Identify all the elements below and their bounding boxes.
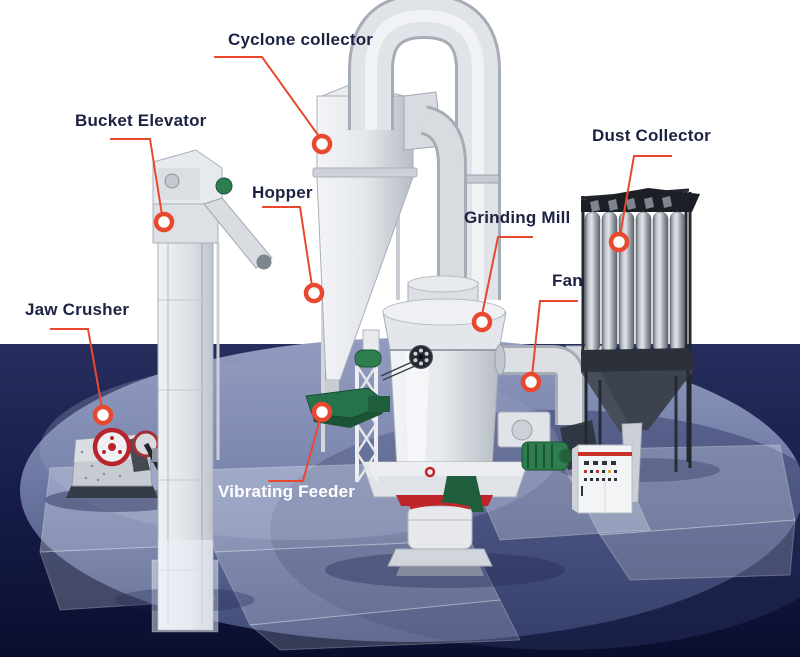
label-vibrating-feeder: Vibrating Feeder [218,482,356,501]
marker-grinding-mill [471,311,493,333]
leader-grinding-mill [481,236,533,316]
marker-hopper [303,282,325,304]
label-grinding-mill: Grinding Mill [464,208,571,227]
leader-vibrating-feeder [268,418,321,482]
leader-fan [531,300,578,377]
jaw-crusher-graphic [66,427,168,498]
leader-cyclone-collector [214,56,319,136]
overhead-pipe-graphic [348,0,501,310]
label-dust-collector: Dust Collector [592,126,711,145]
leader-jaw-crusher [50,328,103,409]
label-fan: Fan [552,271,583,290]
label-jaw-crusher: Jaw Crusher [25,300,130,319]
leader-dust-collector [619,155,672,237]
cyclone-collector-graphic [312,83,418,452]
marker-jaw-crusher [92,404,114,426]
discharge-chute [203,197,273,269]
elevator-motor [215,177,233,195]
marker-vibrating-feeder [311,401,333,423]
label-hopper: Hopper [252,183,313,202]
marker-fan [520,371,542,393]
bucket-elevator-graphic [152,149,273,631]
label-bucket-elevator: Bucket Elevator [75,111,207,130]
feeder-motor [354,349,382,368]
marker-cyclone-collector [311,133,333,155]
leader-lines [50,56,672,482]
filter-bags [584,211,686,353]
leader-bucket-elevator [110,138,163,216]
marker-bucket-elevator [153,211,175,233]
label-cyclone-collector: Cyclone collector [228,30,374,49]
ring-markers [92,133,630,426]
marker-dust-collector [608,231,630,253]
control-cabinet-graphic [572,444,633,514]
leader-hopper [262,206,313,287]
